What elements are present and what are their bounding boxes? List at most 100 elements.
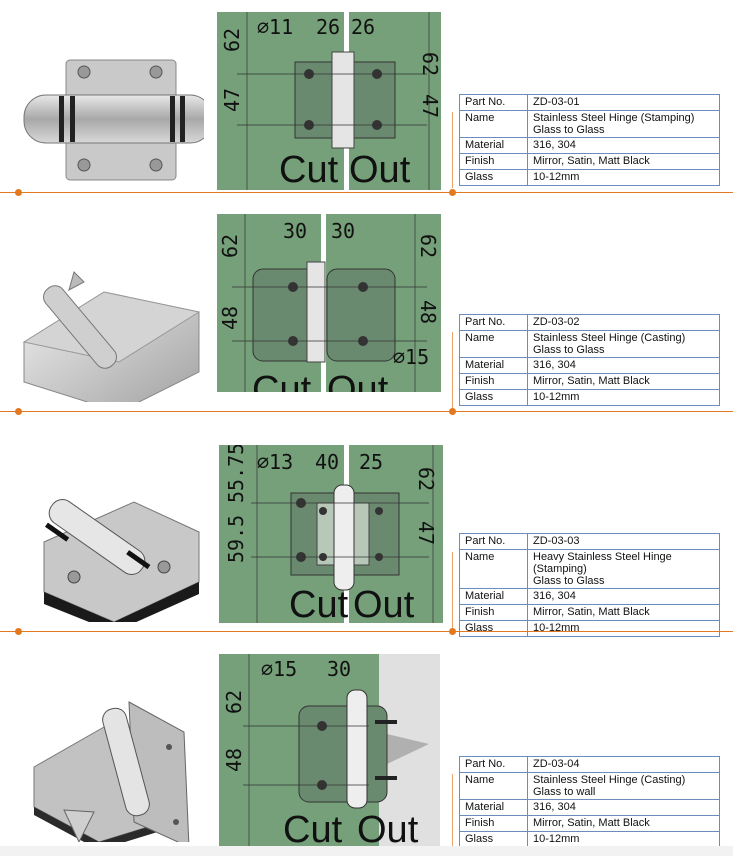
dim-right: 26 [351, 15, 375, 39]
cutout-drawing: ∅13 40 25 55.75 59.5 62 47 Cut Out [219, 445, 443, 623]
name-line-1: Stainless Steel Hinge (Stamping) [533, 112, 695, 124]
dim-top-right: 62 [414, 467, 438, 491]
row-separator [0, 411, 733, 412]
separator-dot-left [15, 408, 22, 415]
hinge-photo [14, 672, 204, 850]
spec-key: Finish [459, 815, 528, 832]
spec-value: 10-12mm [527, 620, 720, 637]
dim-top-left: 55.75 [224, 445, 248, 503]
spec-key: Material [459, 799, 528, 816]
out-label: Out [357, 809, 419, 846]
dim-top-left: 62 [222, 690, 246, 714]
cutout-drawing: ∅11 26 26 62 47 62 47 Cut Out [217, 12, 441, 190]
separator-dot-left [15, 189, 22, 196]
cut-label: Cut [279, 149, 339, 190]
product-row-4: ∅15 30 62 48 Cut Out Part No.ZD-03-04 Na… [0, 650, 733, 850]
spec-key: Part No. [459, 533, 528, 550]
spec-value: ZD-03-02 [527, 314, 720, 331]
spec-value: ZD-03-01 [527, 94, 720, 111]
dim-hole-dia: ∅11 [257, 15, 293, 39]
spec-value: Mirror, Satin, Matt Black [527, 604, 720, 621]
spec-key: Material [459, 588, 528, 605]
product-row-1: ∅11 26 26 62 47 62 47 Cut Out Part No.ZD… [0, 0, 733, 215]
dim-mid-left: 48 [222, 748, 246, 772]
name-line-1: Stainless Steel Hinge (Casting) [533, 332, 686, 344]
spec-key: Glass [459, 831, 528, 848]
row-separator [0, 631, 733, 632]
dim-left: 30 [283, 219, 307, 243]
dim-left: 26 [316, 15, 340, 39]
spec-key: Glass [459, 169, 528, 186]
dim-offset: 30 [327, 657, 351, 681]
dim-top-left: 62 [218, 234, 242, 258]
hinge-photo [14, 232, 204, 413]
spec-value: Stainless Steel Hinge (Casting)Glass to … [527, 330, 720, 358]
spec-key: Material [459, 137, 528, 154]
spec-value: Stainless Steel Hinge (Stamping)Glass to… [527, 110, 720, 138]
spec-value: ZD-03-03 [527, 533, 720, 550]
spec-key: Name [459, 772, 528, 800]
separator-dot-left [15, 628, 22, 635]
spec-value: Stainless Steel Hinge (Casting)Glass to … [527, 772, 720, 800]
dim-top-right: 62 [418, 52, 441, 76]
spec-key: Part No. [459, 314, 528, 331]
dim-top-left: 62 [220, 28, 244, 52]
name-line-2: Glass to Glass [533, 124, 605, 136]
spec-value: Mirror, Satin, Matt Black [527, 373, 720, 390]
dim-hole-dia: ∅15 [393, 345, 429, 369]
cut-label: Cut [283, 809, 343, 846]
spec-value: 10-12mm [527, 169, 720, 186]
spec-key: Part No. [459, 94, 528, 111]
spec-value: 10-12mm [527, 389, 720, 406]
dim-right: 25 [359, 450, 383, 474]
spec-key: Finish [459, 604, 528, 621]
spec-value: ZD-03-04 [527, 756, 720, 773]
spec-value: 316, 304 [527, 137, 720, 154]
cutout-drawing: ∅15 30 62 48 Cut Out [219, 654, 440, 846]
separator-dot-mid [449, 408, 456, 415]
spec-value: Mirror, Satin, Matt Black [527, 153, 720, 170]
cut-label: Cut [289, 584, 349, 623]
product-row-3: ∅13 40 25 55.75 59.5 62 47 Cut Out Part … [0, 432, 733, 647]
spec-value: Mirror, Satin, Matt Black [527, 815, 720, 832]
hinge-photo [14, 20, 213, 190]
product-row-2: 30 30 62 48 62 48 ∅15 Cut Out Part No.ZD… [0, 212, 733, 427]
dim-right: 30 [331, 219, 355, 243]
spec-value: 316, 304 [527, 799, 720, 816]
cutout-drawing: 30 30 62 48 62 48 ∅15 Cut Out [217, 214, 441, 392]
spec-key: Part No. [459, 756, 528, 773]
dim-mid-right: 48 [416, 300, 440, 324]
row-separator [0, 192, 733, 193]
name-line-2: Glass to Glass [533, 344, 605, 356]
dim-mid-left: 48 [218, 306, 242, 330]
spec-key: Name [459, 330, 528, 358]
spec-key: Finish [459, 373, 528, 390]
dim-mid-right: 47 [414, 521, 438, 545]
dim-mid-right: 47 [418, 94, 441, 118]
dim-hole-dia: ∅13 [257, 450, 293, 474]
separator-dot-mid [449, 628, 456, 635]
spec-key: Glass [459, 389, 528, 406]
dim-mid-left: 59.5 [224, 515, 248, 563]
separator-dot-mid [449, 189, 456, 196]
name-line-1: Heavy Stainless Steel Hinge (Stamping) [533, 551, 672, 575]
spec-key: Name [459, 549, 528, 589]
out-label: Out [349, 149, 411, 190]
spec-value: 316, 304 [527, 357, 720, 374]
spec-value: 316, 304 [527, 588, 720, 605]
dim-left: 40 [315, 450, 339, 474]
name-line-2: Glass to wall [533, 786, 596, 798]
spec-key: Glass [459, 620, 528, 637]
out-label: Out [327, 369, 389, 392]
cut-label: Cut [252, 369, 312, 392]
out-label: Out [353, 584, 415, 623]
dim-top-right: 62 [416, 234, 440, 258]
spec-value: Heavy Stainless Steel Hinge (Stamping)Gl… [527, 549, 720, 589]
dim-mid-left: 47 [220, 88, 244, 112]
name-line-1: Stainless Steel Hinge (Casting) [533, 774, 686, 786]
spec-key: Material [459, 357, 528, 374]
spec-key: Name [459, 110, 528, 138]
